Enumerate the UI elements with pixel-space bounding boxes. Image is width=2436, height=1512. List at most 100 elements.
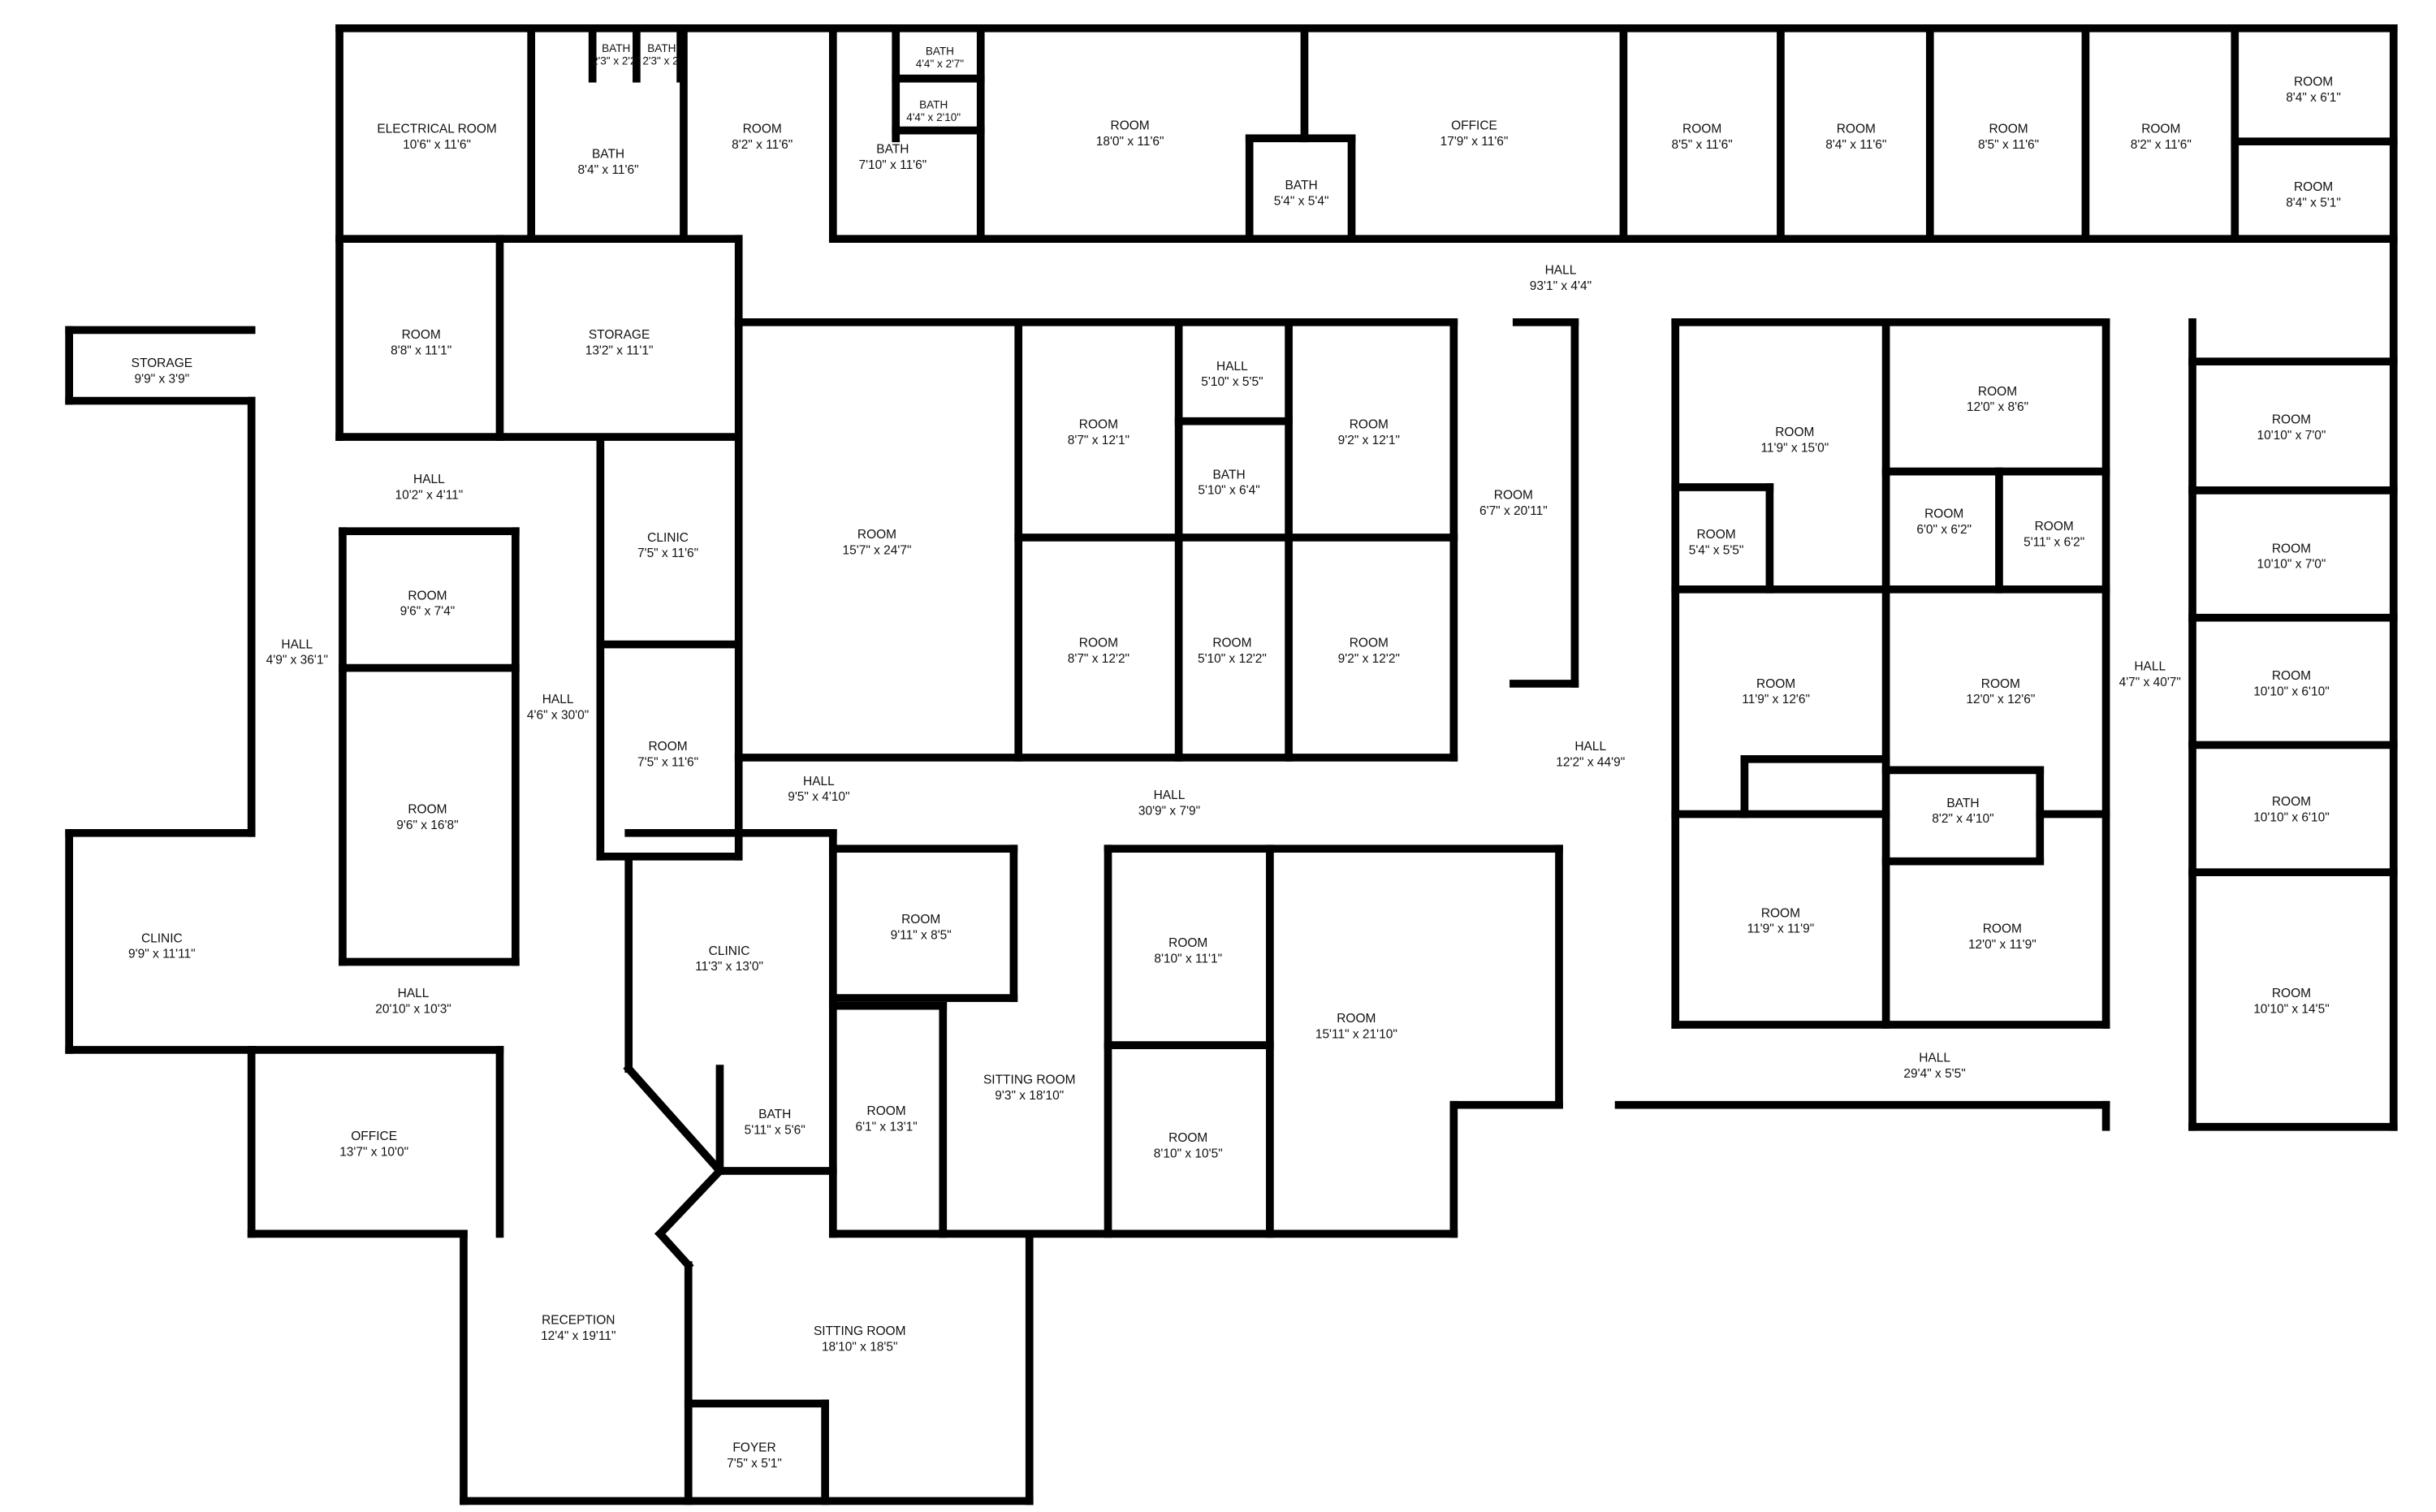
room-name: ROOM (2293, 74, 2334, 89)
room-name: HALL (413, 472, 445, 487)
room-dimensions: 11'3" x 13'0" (695, 958, 763, 974)
room-dimensions: 5'4" x 5'5" (1688, 542, 1744, 557)
room-name: OFFICE (351, 1129, 398, 1144)
room-dimensions: 10'10" x 6'10" (2253, 809, 2330, 824)
room-name: ROOM (1760, 905, 1800, 921)
room-name: HALL (1153, 788, 1186, 803)
room-name: ROOM (1977, 384, 2018, 399)
room-dimensions: 10'6" x 11'6" (403, 136, 471, 151)
room-name: BATH (647, 44, 676, 55)
room-name: SITTING ROOM (813, 1324, 906, 1339)
room-name: BATH (1212, 467, 1246, 482)
room-dimensions: 4'7" x 40'7" (2119, 674, 2181, 689)
room-name: ROOM (2141, 122, 2181, 136)
room-dimensions: 9'5" x 4'10" (788, 788, 850, 804)
room-name: ROOM (2271, 413, 2312, 427)
room-dimensions: 4'4" x 2'7" (915, 59, 965, 71)
room-name: HALL (1574, 739, 1607, 754)
room-dimensions: 29'4" x 5'5" (1903, 1065, 1966, 1080)
room-dimensions: 11'9" x 11'9" (1747, 921, 1815, 935)
room-dimensions: 2'3" x 2' (642, 56, 681, 68)
room-name: HALL (1216, 359, 1248, 374)
room-dimensions: 11'9" x 15'0" (1760, 439, 1829, 455)
room-dimensions: 17'9" x 11'6" (1440, 133, 1509, 148)
room-dimensions: 5'11" x 6'2" (2024, 534, 2085, 549)
room-name: ROOM (2271, 986, 2312, 1000)
room-name: BATH (876, 142, 909, 157)
room-name: ROOM (1212, 635, 1252, 650)
room-name: ROOM (1682, 122, 1722, 136)
room-dimensions: 10'2" x 4'11" (395, 487, 464, 502)
room-dimensions: 18'0" x 11'6" (1095, 133, 1164, 148)
room-dimensions: 9'6" x 16'8" (396, 817, 459, 832)
room-name: ROOM (1982, 922, 2022, 936)
room-name: BATH (591, 146, 625, 162)
room-dimensions: 8'2" x 4'10" (1932, 810, 1994, 826)
room-name: ROOM (648, 739, 688, 754)
room-name: CLINIC (140, 931, 183, 946)
room-dimensions: 6'0" x 6'2" (1916, 521, 1972, 537)
room-dimensions: 10'10" x 7'0" (2257, 427, 2326, 442)
room-dimensions: 8'5" x 11'6" (1671, 136, 1733, 151)
room-dimensions: 9'6" x 7'4" (400, 603, 456, 618)
room-dimensions: 7'5" x 11'6" (637, 754, 699, 769)
room-dimensions: 9'9" x 11'11" (128, 946, 196, 961)
room-name: HALL (803, 774, 835, 788)
room-dimensions: 9'11" x 8'5" (890, 927, 952, 942)
room-name: OFFICE (1451, 119, 1497, 133)
room-dimensions: 13'7" x 10'0" (339, 1144, 409, 1159)
room-name: ROOM (1989, 122, 2028, 136)
room-dimensions: 5'10" x 12'2" (1197, 650, 1267, 665)
room-name: ROOM (2271, 668, 2312, 683)
room-name: HALL (2134, 659, 2166, 674)
room-dimensions: 9'2" x 12'2" (1337, 650, 1400, 665)
room-dimensions: 8'7" x 12'2" (1067, 650, 1130, 665)
room-dimensions: 20'10" x 10'3" (375, 1000, 451, 1016)
room-name: ROOM (1775, 425, 1815, 439)
room-name: ROOM (1349, 417, 1389, 432)
room-name: ROOM (1493, 487, 1533, 503)
room-name: BATH (758, 1107, 792, 1121)
room-dimensions: 8'4" x 6'1" (2286, 89, 2341, 104)
room-dimensions: 6'1" x 13'1" (855, 1119, 918, 1134)
room-dimensions: 15'11" x 21'10" (1315, 1026, 1397, 1041)
room-dimensions: 8'5" x 11'6" (1977, 136, 2040, 151)
room-dimensions: 12'2" x 44'9" (1556, 754, 1626, 769)
room-name: BATH (919, 100, 948, 112)
room-name: ROOM (1696, 527, 1736, 542)
room-dimensions: 4'6" x 30'0" (526, 706, 590, 722)
room-name: ROOM (857, 527, 897, 542)
room-name: ROOM (2271, 794, 2312, 809)
room-name: BATH (1285, 178, 1318, 193)
room-dimensions: 18'10" x 18'5" (821, 1339, 898, 1354)
